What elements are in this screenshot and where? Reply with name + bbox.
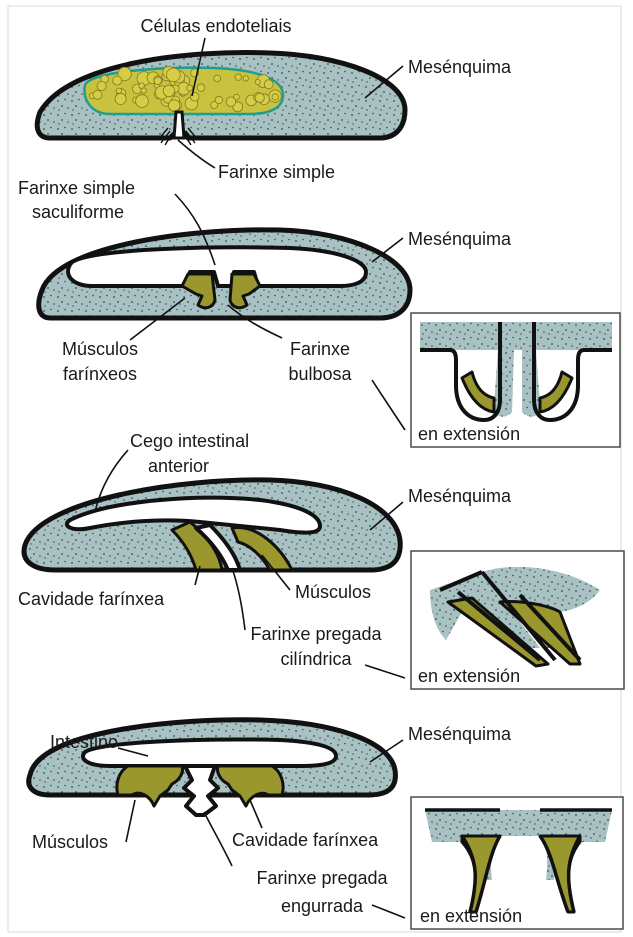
- panel-simple-pharynx: Células endoteliais Mesénquima Farinxe s…: [37, 16, 512, 182]
- leader-cavity: [250, 800, 262, 828]
- endothelial-cell: [255, 93, 264, 102]
- label-muscles-2: farínxeos: [63, 364, 137, 384]
- endothelial-cell: [163, 85, 174, 96]
- panel-cylindrical-pharynx: Cego intestinal anterior Mesénquima Cavi…: [18, 431, 624, 689]
- endothelial-cell: [272, 94, 278, 100]
- endothelial-cell: [187, 85, 193, 91]
- endothelial-cell: [255, 79, 260, 84]
- label-bulbous-2: bulbosa: [288, 364, 352, 384]
- endothelial-cell: [211, 102, 218, 109]
- label-folded-1: Farinxe pregada: [250, 624, 382, 644]
- label-mesenchyme: Mesénquima: [408, 229, 512, 249]
- endothelial-cell: [116, 88, 121, 93]
- endothelial-cell: [214, 75, 221, 82]
- label-cecum-1: Cego intestinal: [130, 431, 249, 451]
- inset-cylindrical-extended: en extensión: [365, 551, 624, 689]
- endothelial-cell: [115, 93, 126, 104]
- leader-muscles: [126, 800, 135, 842]
- label-mesenchyme: Mesénquima: [408, 486, 512, 506]
- endothelial-cell: [136, 95, 149, 108]
- label-cavity: Cavidade farínxea: [232, 830, 379, 850]
- leader-inset: [372, 905, 405, 918]
- inset-wrinkled-extended: en extensión: [372, 797, 623, 929]
- leader-folded: [232, 568, 245, 630]
- endothelial-cell: [168, 100, 179, 111]
- endothelial-cell: [264, 80, 273, 89]
- endothelial-cell: [243, 76, 248, 81]
- panel-bulbous-pharynx: Farinxe simple saculiforme Mesénquima Mú…: [18, 178, 620, 447]
- label-pharynx-saccular-1: Farinxe simple: [18, 178, 135, 198]
- endothelial-cell: [197, 84, 205, 92]
- endothelial-cell: [97, 81, 106, 90]
- inset-bulbous-extended: en extensión: [372, 313, 620, 447]
- label-muscles-1: Músculos: [62, 339, 138, 359]
- endothelial-cell: [139, 83, 145, 89]
- label-folded-2: engurrada: [281, 896, 364, 916]
- endothelial-cell: [226, 97, 236, 107]
- label-inset: en extensión: [418, 424, 520, 444]
- label-bulbous-1: Farinxe: [290, 339, 350, 359]
- label-mesenchyme: Mesénquima: [408, 57, 512, 77]
- label-muscles: Músculos: [32, 832, 108, 852]
- endothelial-cell: [154, 77, 162, 85]
- endothelial-cell: [93, 90, 102, 99]
- label-folded-2: cilíndrica: [280, 649, 352, 669]
- endothelial-cell: [113, 76, 122, 85]
- label-cavity: Cavidade farínxea: [18, 589, 165, 609]
- label-endothelial-cells: Células endoteliais: [140, 16, 291, 36]
- label-inset: en extensión: [420, 906, 522, 926]
- leader-inset: [365, 665, 405, 678]
- label-mesenchyme: Mesénquima: [408, 724, 512, 744]
- intestine: [83, 740, 336, 767]
- saccular-cavity: [68, 247, 366, 286]
- label-muscles: Músculos: [295, 582, 371, 602]
- endothelial-cell: [235, 74, 241, 80]
- label-folded-1: Farinxe pregada: [256, 868, 388, 888]
- pharynx-opening: [174, 112, 184, 138]
- label-inset: en extensión: [418, 666, 520, 686]
- label-intestine: Intestino: [50, 732, 118, 752]
- leader-folded: [204, 812, 232, 866]
- leader-pharynx: [178, 140, 215, 168]
- label-pharynx-saccular-2: saculiforme: [32, 202, 124, 222]
- label-cecum-2: anterior: [148, 456, 209, 476]
- endothelial-cell: [167, 68, 181, 82]
- label-simple-pharynx: Farinxe simple: [218, 162, 335, 182]
- wrinkled-lumen: [184, 766, 218, 815]
- panel-wrinkled-pharynx: Intestino Mesénquima Músculos Cavidade f…: [29, 720, 623, 929]
- leader-inset: [372, 380, 405, 430]
